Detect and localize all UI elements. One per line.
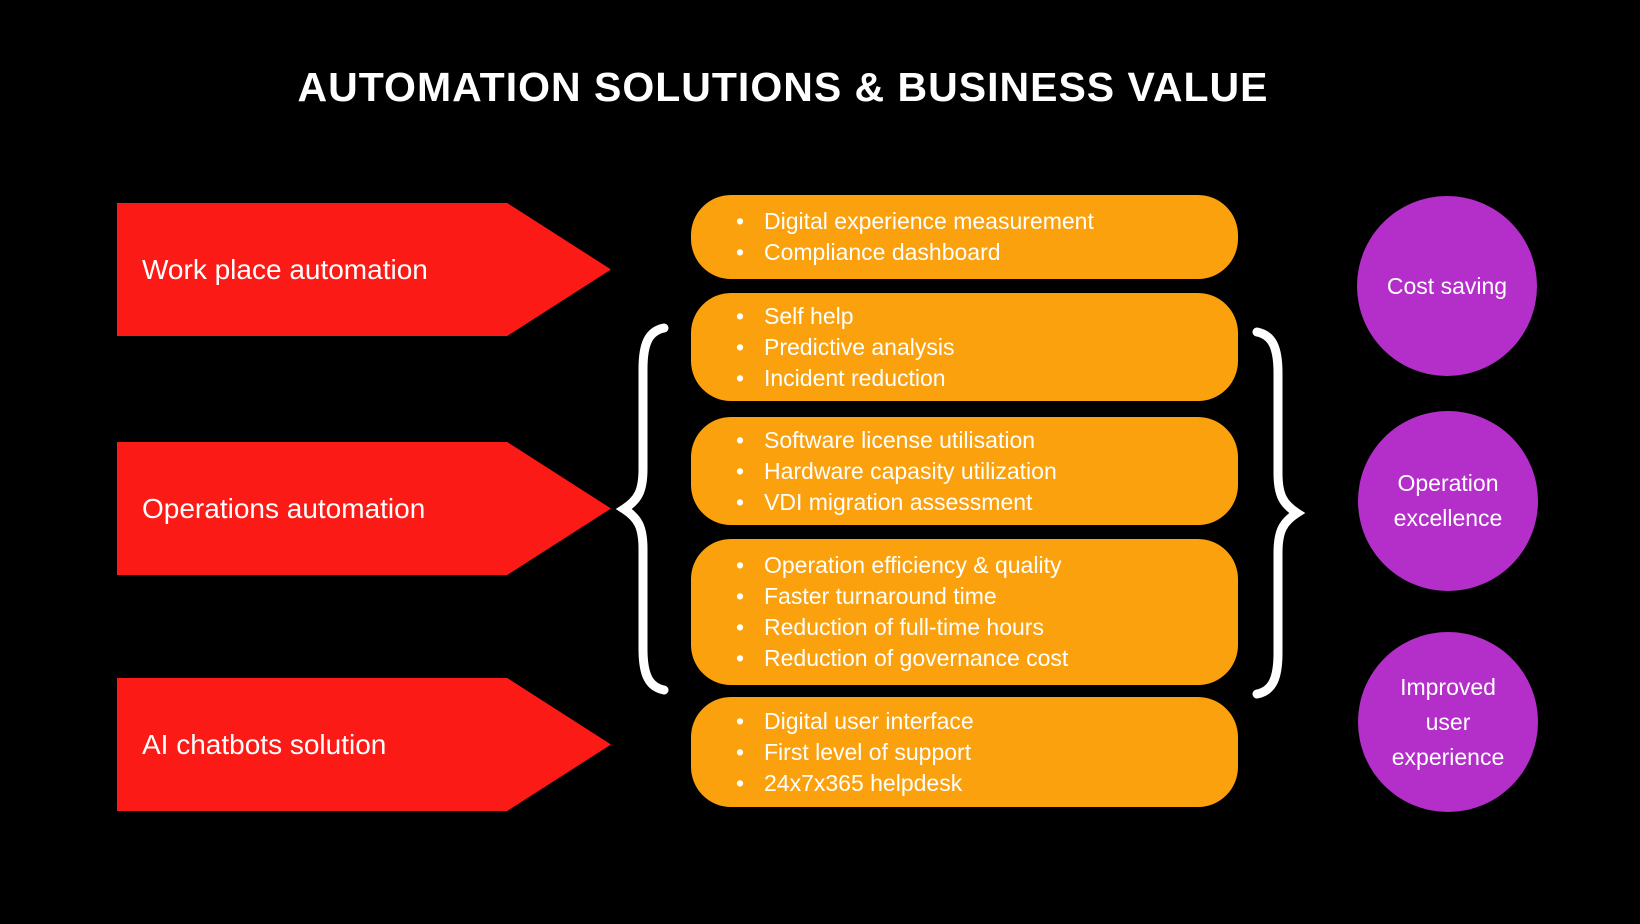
bullet-item: Operation efficiency & quality [736, 550, 1222, 581]
solution-arrow-operations-automation: Operations automation [117, 442, 611, 575]
value-circle-label: Operation excellence [1393, 470, 1503, 531]
bullet-list: Operation efficiency & qualityFaster tur… [691, 550, 1238, 674]
feature-box-operations: Operation efficiency & qualityFaster tur… [691, 539, 1238, 685]
bullet-item: Reduction of full-time hours [736, 612, 1222, 643]
value-circle-label: Improved user experience [1391, 673, 1505, 770]
feature-box-self-help: Self helpPredictive analysisIncident red… [691, 293, 1238, 401]
left-curly-brace [615, 323, 669, 695]
page-title: AUTOMATION SOLUTIONS & BUSINESS VALUE [297, 64, 1269, 110]
solution-arrow-ai-chatbots: AI chatbots solution [117, 678, 611, 811]
feature-box-workplace: Digital experience measurementCompliance… [691, 195, 1238, 279]
value-circle-label: Cost saving [1386, 272, 1508, 299]
value-circle-operation-excellence: Operation excellence [1358, 411, 1538, 591]
bullet-list: Digital experience measurementCompliance… [691, 206, 1238, 268]
bullet-item: 24x7x365 helpdesk [736, 768, 1222, 799]
bullet-item: Faster turnaround time [736, 581, 1222, 612]
bullet-list: Digital user interfaceFirst level of sup… [691, 706, 1238, 799]
bullet-item: Digital user interface [736, 706, 1222, 737]
right-curly-brace [1252, 327, 1306, 699]
bullet-item: VDI migration assessment [736, 487, 1222, 518]
bullet-item: Software license utilisation [736, 425, 1222, 456]
solution-arrow-label: Operations automation [142, 492, 426, 524]
value-circle-cost-saving: Cost saving [1357, 196, 1537, 376]
value-circle-improved-user-experience: Improved user experience [1358, 632, 1538, 812]
bullet-item: Hardware capasity utilization [736, 456, 1222, 487]
bullet-item: Incident reduction [736, 363, 1222, 394]
solution-arrow-workplace-automation: Work place automation [117, 203, 611, 336]
feature-box-chatbot: Digital user interfaceFirst level of sup… [691, 697, 1238, 807]
bullet-list: Software license utilisationHardware cap… [691, 425, 1238, 518]
solution-arrow-label: Work place automation [142, 253, 428, 285]
bullet-list: Self helpPredictive analysisIncident red… [691, 301, 1238, 394]
bullet-item: Compliance dashboard [736, 237, 1222, 268]
bullet-item: Reduction of governance cost [736, 643, 1222, 674]
bullet-item: Digital experience measurement [736, 206, 1222, 237]
bullet-item: Predictive analysis [736, 332, 1222, 363]
solution-arrow-label: AI chatbots solution [142, 728, 387, 760]
bullet-item: Self help [736, 301, 1222, 332]
feature-box-utilisation: Software license utilisationHardware cap… [691, 417, 1238, 525]
bullet-item: First level of support [736, 737, 1222, 768]
